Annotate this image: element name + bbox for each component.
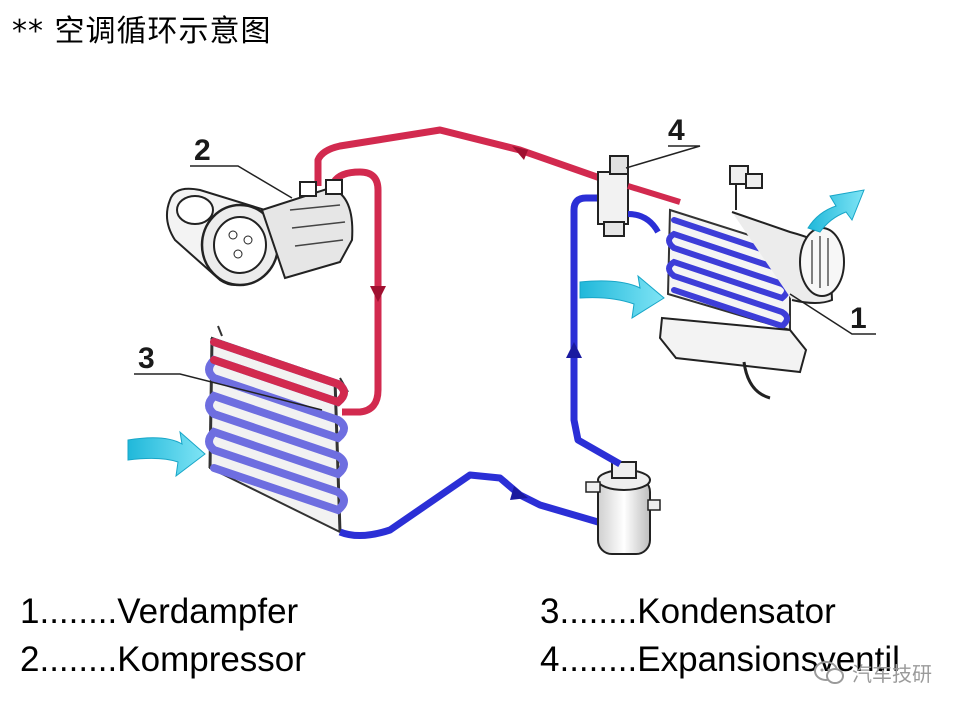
legend-item-condenser: 3........Kondensator bbox=[540, 592, 836, 631]
compressor bbox=[165, 179, 354, 287]
callout-expansion-valve: 4 bbox=[668, 114, 685, 147]
callout-condenser: 3 bbox=[138, 342, 155, 375]
liquid-line bbox=[314, 126, 613, 186]
legend-item-compressor: 2........Kompressor bbox=[20, 640, 306, 679]
ac-cycle-diagram: 2 3 4 1 bbox=[127, 114, 876, 555]
flow-arrow-icon bbox=[370, 286, 386, 302]
callout-compressor: 2 bbox=[194, 134, 211, 167]
flow-arrow-icon bbox=[566, 342, 582, 358]
watermark: 汽车技研 bbox=[814, 658, 932, 687]
flow-arrow-icon bbox=[512, 146, 528, 160]
watermark-text: 汽车技研 bbox=[852, 662, 932, 686]
evaporator-inlet-line bbox=[570, 194, 622, 468]
condenser-outlet-line bbox=[338, 471, 599, 539]
valve-to-evaporator-line bbox=[627, 183, 681, 205]
page-title: ** 空调循环示意图 bbox=[12, 14, 272, 49]
receiver-drier bbox=[585, 461, 661, 555]
legend-item-evaporator: 1........Verdampfer bbox=[20, 592, 299, 631]
condenser bbox=[205, 325, 349, 534]
expansion-valve bbox=[597, 155, 629, 237]
discharge-line bbox=[331, 168, 382, 416]
air-in-evaporator-arrow-icon bbox=[579, 274, 665, 319]
flow-arrow-icon bbox=[510, 486, 528, 500]
callout-leaders bbox=[134, 145, 876, 411]
air-out-evaporator-arrow-icon bbox=[807, 189, 865, 233]
evaporator bbox=[658, 165, 845, 400]
chat-bubble-icon bbox=[814, 660, 844, 684]
callout-evaporator: 1 bbox=[850, 302, 867, 335]
air-in-condenser-arrow-icon bbox=[127, 430, 206, 478]
valve-to-evaporator-line bbox=[627, 211, 661, 234]
